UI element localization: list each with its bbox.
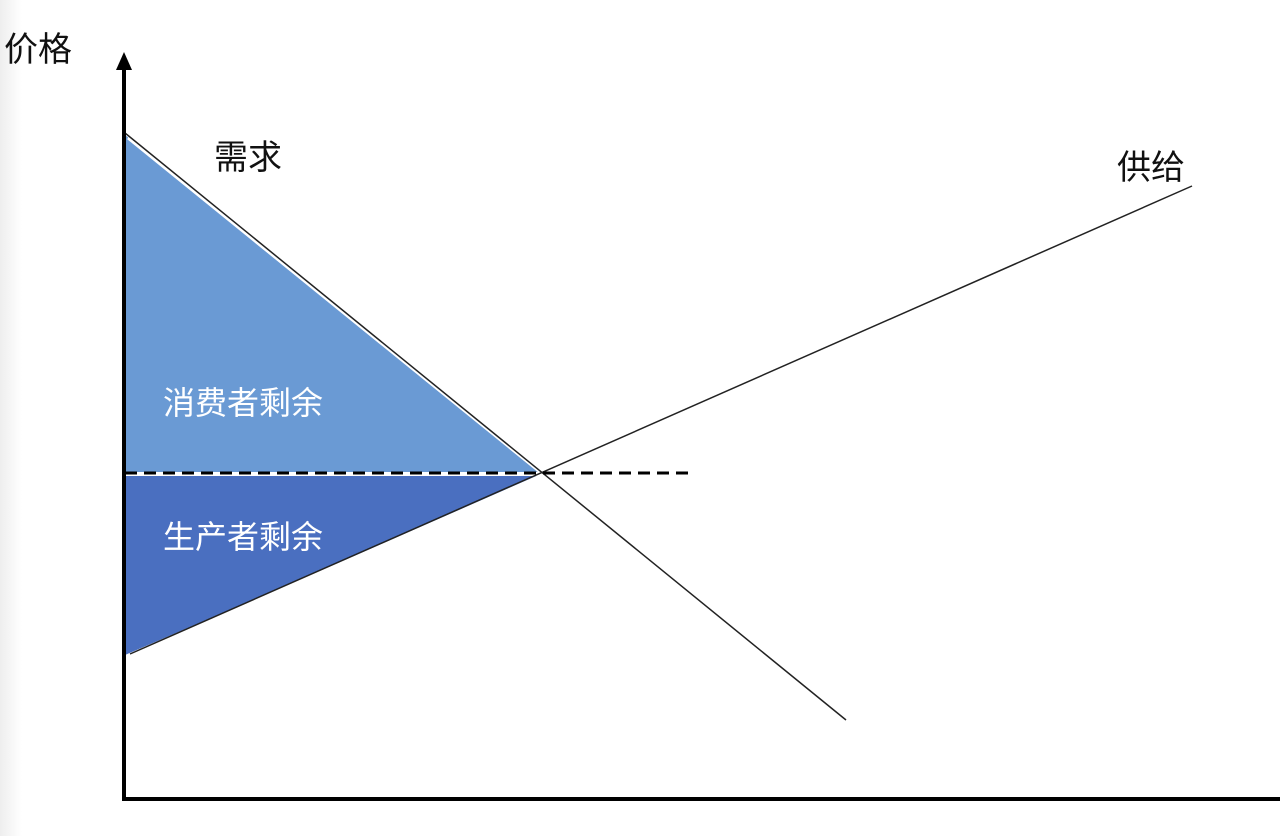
left-edge-shade [0, 0, 22, 836]
y-axis-label: 价格 [4, 30, 72, 70]
y-axis-arrow-icon [116, 52, 132, 70]
supply-label: 供给 [1117, 148, 1185, 188]
producer-surplus-label: 生产者剩余 [163, 518, 324, 556]
supply-curve [129, 185, 1193, 655]
consumer-surplus-label: 消费者剩余 [163, 384, 324, 422]
demand-label: 需求 [214, 138, 282, 178]
demand-curve [124, 132, 847, 721]
